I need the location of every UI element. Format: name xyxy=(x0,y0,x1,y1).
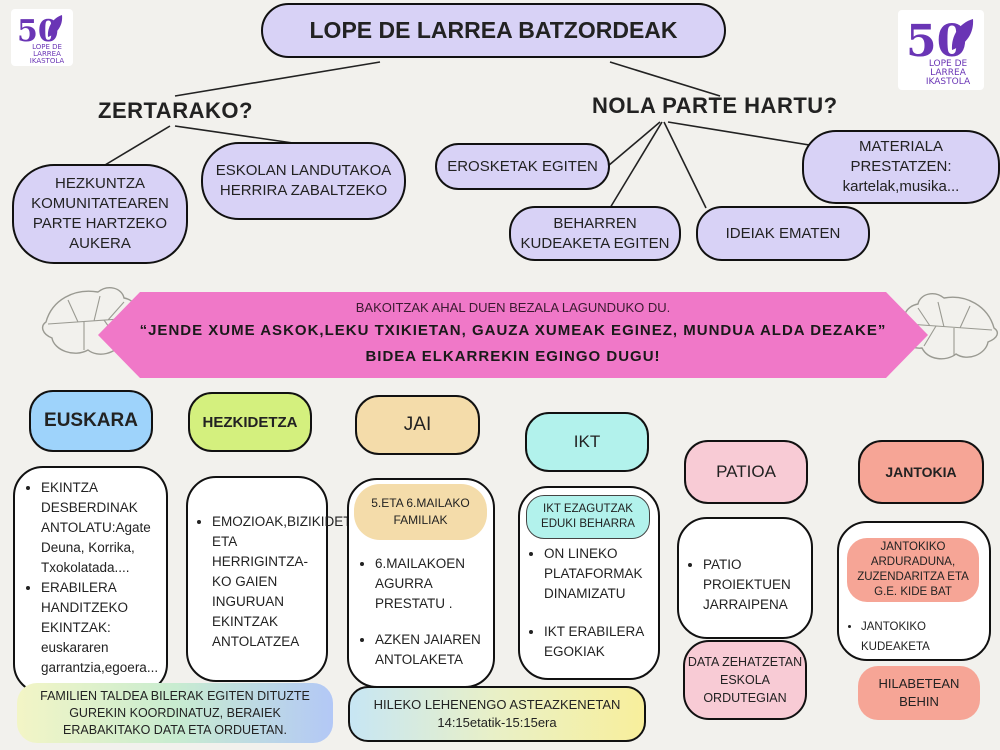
logo-line-1: LOPE DE xyxy=(928,59,968,69)
leaf-icon xyxy=(47,15,63,37)
list-item: IKT ERABILERA EGOKIAK xyxy=(544,622,654,662)
node-erosketak: EROSKETAK EGITEN xyxy=(435,143,610,190)
jai-list: 6.MAILAKOEN AGURRA PRESTATU . AZKEN JAIA… xyxy=(355,554,489,670)
jantokia-sub-label: JANTOKIKO ARDURADUNA, ZUZENDARITZA ETA G… xyxy=(847,538,979,602)
category-euskara: EUSKARA xyxy=(29,390,153,452)
node-materiala-prestatzen: MATERIALA PRESTATZEN: kartelak,musika... xyxy=(802,130,1000,204)
logo-text: LOPE DE LARREA IKASTOLA xyxy=(920,60,976,87)
page-title: LOPE DE LARREA BATZORDEAK xyxy=(261,3,726,58)
list-item: JANTOKIKO KUDEAKETA xyxy=(861,617,985,657)
logo-line-2: LARREA xyxy=(33,50,61,58)
logo-text: LOPE DE LARREA IKASTOLA xyxy=(25,44,69,65)
question-nola-parte-hartu: NOLA PARTE HARTU? xyxy=(592,93,838,118)
list-item: ON LINEKO PLATAFORMAK DINAMIZATU xyxy=(544,544,654,604)
patioa-note: DATA ZEHATZETAN ESKOLA ORDUTEGIAN xyxy=(683,640,807,720)
node-beharren-kudeaketa: BEHARREN KUDEAKETA EGITEN xyxy=(509,206,681,261)
logo-left: 50 LOPE DE LARREA IKASTOLA xyxy=(11,9,73,66)
category-patioa: PATIOA xyxy=(684,440,808,504)
leaf-icon xyxy=(951,19,974,50)
logo-line-2: LARREA xyxy=(930,68,966,78)
logo-line-1: LOPE DE xyxy=(32,43,62,51)
motto-banner: BAKOITZAK AHAL DUEN BEZALA LAGUNDUKO DU.… xyxy=(98,292,928,378)
logo-right: 50 LOPE DE LARREA IKASTOLA xyxy=(898,10,984,90)
logo-line-3: IKASTOLA xyxy=(925,77,971,87)
left-line-2 xyxy=(174,125,301,145)
category-jantokia: JANTOKIA xyxy=(858,440,984,504)
patioa-list: PATIO PROIEKTUEN JARRAIPENA xyxy=(683,555,807,615)
jantokia-note: HILABETEAN BEHIN xyxy=(858,666,980,720)
list-item: 6.MAILAKOEN AGURRA PRESTATU . xyxy=(375,554,489,614)
category-ikt: IKT xyxy=(525,412,649,472)
euskara-list: EKINTZA DESBERDINAK ANTOLATU:Agate Deuna… xyxy=(21,478,162,678)
banner-line-3: BIDEA ELKARREKIN EGINGO DUGU! xyxy=(365,348,661,365)
list-item: AZKEN JAIAREN ANTOLAKETA xyxy=(375,630,489,670)
left-line-1 xyxy=(99,125,171,169)
jantokia-list: JANTOKIKO KUDEAKETA xyxy=(841,617,985,657)
euskara-panel: EKINTZA DESBERDINAK ANTOLATU:Agate Deuna… xyxy=(13,466,168,694)
right-line-1 xyxy=(607,121,661,167)
patioa-panel: PATIO PROIEKTUEN JARRAIPENA xyxy=(677,517,813,639)
list-item: ERABILERA HANDITZEKO EKINTZAK: euskarare… xyxy=(41,578,162,678)
list-item: EKINTZA DESBERDINAK ANTOLATU:Agate Deuna… xyxy=(41,478,162,578)
banner-quote: “JENDE XUME ASKOK,LEKU TXIKIETAN, GAUZA … xyxy=(139,322,887,339)
question-zertarako: ZERTARAKO? xyxy=(98,98,253,123)
banner-shape xyxy=(98,292,928,378)
ikt-sub-label: IKT EZAGUTZAK EDUKI BEHARRA xyxy=(526,495,650,539)
ikt-list: ON LINEKO PLATAFORMAK DINAMIZATU IKT ERA… xyxy=(524,544,654,662)
node-ideiak-ematen: IDEIAK EMATEN xyxy=(696,206,870,261)
euskara-note: FAMILIEN TALDEA BILERAK EGITEN DITUZTE G… xyxy=(17,683,333,743)
hezkidetza-panel: EMOZIOAK,BIZIKIDETZA ETA HERRIGINTZA-KO … xyxy=(186,476,368,682)
jai-sub-label: 5.ETA 6.MAILAKO FAMILIAK xyxy=(354,484,487,540)
category-jai: JAI xyxy=(355,395,480,455)
title-right-line xyxy=(609,61,721,97)
banner-line-1: BAKOITZAK AHAL DUEN BEZALA LAGUNDUKO DU. xyxy=(355,300,671,315)
list-item: EMOZIOAK,BIZIKIDETZA ETA HERRIGINTZA-KO … xyxy=(212,512,368,652)
hezkidetza-list: EMOZIOAK,BIZIKIDETZA ETA HERRIGINTZA-KO … xyxy=(192,512,368,652)
node-eskolan-landutakoa: ESKOLAN LANDUTAKOA HERRIRA ZABALTZEKO xyxy=(201,142,406,220)
title-left-line xyxy=(174,61,381,97)
node-hezkuntza-komunitatea: HEZKUNTZA KOMUNITATEAREN PARTE HARTZEKO … xyxy=(12,164,188,264)
right-line-3 xyxy=(663,121,707,209)
category-hezkidetza: HEZKIDETZA xyxy=(188,392,312,452)
jai-note: HILEKO LEHENENGO ASTEAZKENETAN 14:15etat… xyxy=(348,686,646,742)
logo-line-3: IKASTOLA xyxy=(29,57,65,65)
right-line-2 xyxy=(609,121,663,209)
list-item: PATIO PROIEKTUEN JARRAIPENA xyxy=(703,555,807,615)
